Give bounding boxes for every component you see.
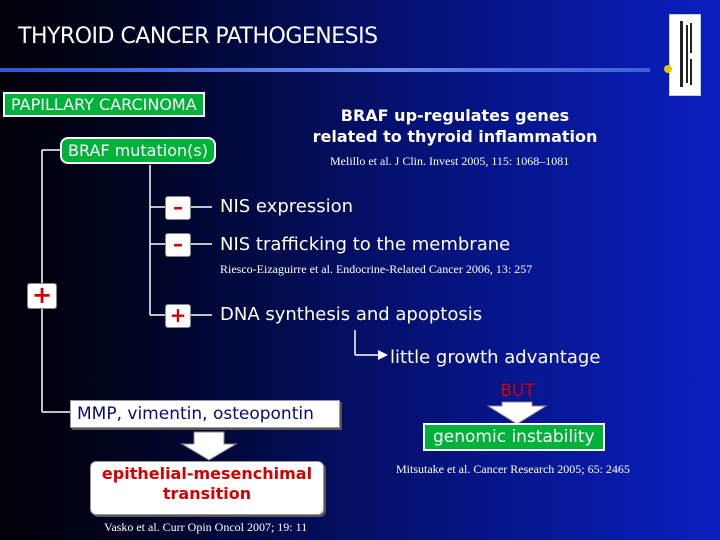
little-growth-label: little growth advantage <box>390 347 601 368</box>
emt-line1: epithelial-mesenchimal <box>101 464 313 483</box>
plus-sign-icon: + <box>27 283 57 309</box>
emt-box: epithelial-mesenchimal transition <box>90 461 324 515</box>
emt-line2: transition <box>162 484 252 503</box>
mmp-box: MMP, vimentin, osteopontin <box>70 400 340 428</box>
minus-sign-icon: – <box>165 196 191 220</box>
braf-mutation-box: BRAF mutation(s) <box>60 137 216 164</box>
but-label: BUT <box>500 381 535 401</box>
braf-note-line1: BRAF up-regulates genes <box>340 106 570 125</box>
plus-sign-icon: + <box>165 304 191 328</box>
page-title: THYROID CANCER PATHOGENESIS <box>18 24 378 49</box>
effect-nis-expression: NIS expression <box>220 196 354 217</box>
genomic-citation: Mitsutake et al. Cancer Research 2005; 6… <box>396 462 630 476</box>
logo-icon <box>664 14 701 96</box>
braf-note-line2: related to thyroid inflammation <box>312 127 598 146</box>
minus-sign-icon: – <box>165 233 191 257</box>
effect-nis-trafficking: NIS trafficking to the membrane <box>220 234 511 255</box>
braf-citation: Melillo et al. J Clin. Invest 2005, 115:… <box>330 154 570 168</box>
effect-dna-synthesis: DNA synthesis and apoptosis <box>220 304 483 325</box>
papillary-carcinoma-label: PAPILLARY CARCINOMA <box>3 92 205 117</box>
genomic-instability-box: genomic instability <box>423 423 605 451</box>
title-underline <box>0 68 650 72</box>
braf-note: BRAF up-regulates genes related to thyro… <box>300 105 610 147</box>
effects-citation: Riesco-Eizaguirre et al. Endocrine-Relat… <box>220 262 533 276</box>
emt-citation: Vasko et al. Curr Opin Oncol 2007; 19: 1… <box>104 520 308 534</box>
